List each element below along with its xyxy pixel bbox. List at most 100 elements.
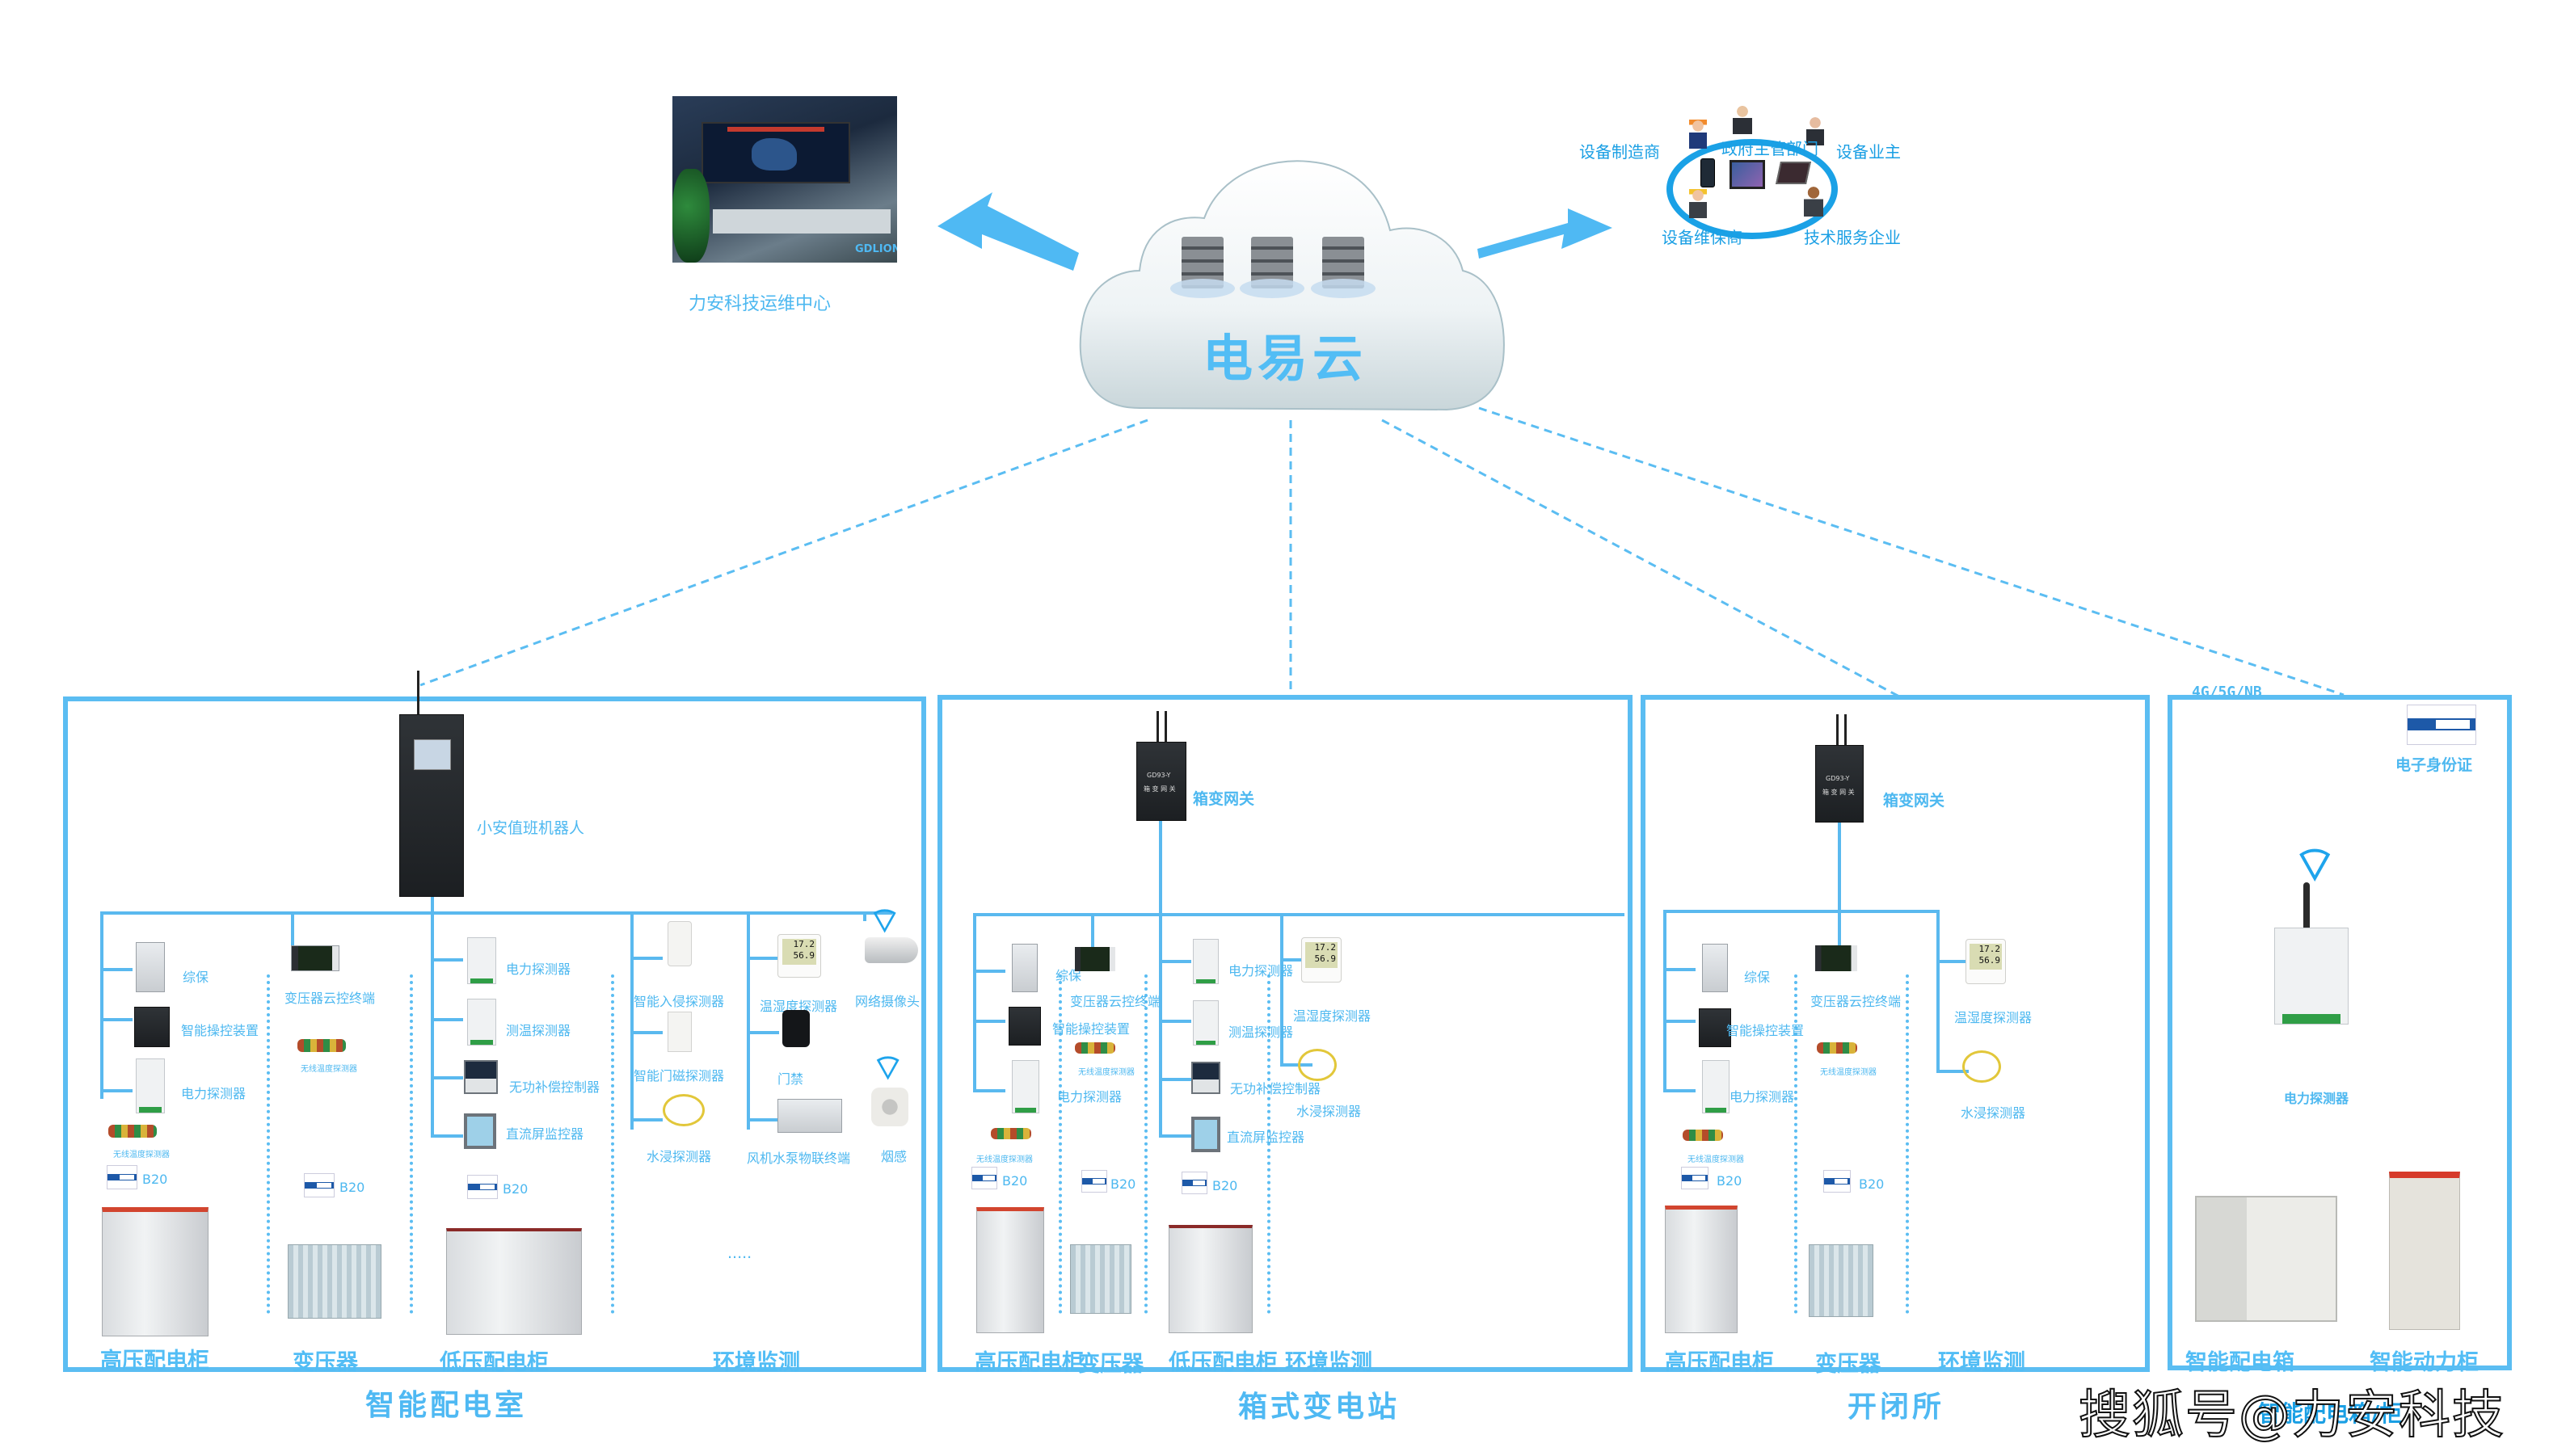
wireless-temp-sensor-icon [1075,1042,1115,1054]
power-detector-device [1193,939,1219,984]
column-title: 高压配电柜 [975,1350,1084,1375]
humidity-value: 56.9 [793,950,815,961]
wireless-temp-sensor-icon [991,1128,1031,1139]
device-label: 风机水泵物联终端 [747,1151,851,1166]
smart-control-device [1009,1007,1041,1046]
device-label: 电力探测器 [506,962,571,977]
bus-drop [630,911,634,1130]
hub-label: 小安值班机器人 [477,819,585,837]
smoke-detector-device [871,1088,908,1126]
gateway-device: GD93-Y 箱 变 网 关 [1136,742,1186,821]
temp-humidity-display: 17.2 56.9 [1301,937,1342,983]
cloud-puff [1170,279,1235,298]
device-label: 水浸探测器 [1296,1104,1362,1119]
humidity-value: 56.9 [1314,953,1337,964]
wifi-icon: ⌔ [871,1047,905,1088]
column-title: 变压器 [1815,1352,1881,1377]
stakeholders-group: 政府主管部门 设备制造商 设备业主 设备维保商 技术服务企业 [1579,105,2085,267]
column-separator [1144,974,1148,1314]
temp-humidity-display: 17.2 56.9 [777,934,821,978]
device-label: 无线温度探测器 [976,1155,1033,1164]
device-label: 测温探测器 [1228,1025,1294,1040]
hub-label: 箱变网关 [1193,790,1255,808]
dc-panel-monitor [1191,1117,1220,1152]
bus-drop [431,911,434,1138]
distribution-box [2195,1196,2337,1322]
intrusion-detector-device [668,921,692,966]
arrow-to-ops-center [937,192,1079,271]
power-detector-device [1702,1060,1730,1113]
bus-stub [431,1076,463,1079]
bus-stub [431,1018,463,1021]
power-detector-device [2274,928,2349,1025]
bus-stub [1663,968,1696,971]
panel-switching-station [1641,695,2150,1372]
device-label: 无线温度探测器 [1820,1068,1877,1077]
dc-panel-monitor [464,1113,496,1149]
temp-detector-device [1193,1000,1219,1046]
bus-horizontal [1663,910,1938,913]
low-voltage-cabinet [1169,1225,1253,1333]
panel-power-room [63,696,926,1372]
transformer [1070,1244,1131,1314]
smart-control-device [134,1007,170,1047]
cloud: 电易云 [1075,158,1511,424]
b20-id-card [1823,1170,1851,1193]
bus-stub [1663,1089,1696,1092]
wireless-temp-sensor-icon [297,1039,346,1052]
device-label: 水浸探测器 [1961,1105,2026,1121]
device-label: 温湿度探测器 [1954,1010,2033,1025]
person-icon [1733,105,1752,134]
transformer [288,1244,381,1319]
protection-relay-device [1012,944,1038,992]
reactive-compensation-controller [1191,1062,1220,1094]
device-label: 无线温度探测器 [1078,1068,1135,1077]
column-title: 低压配电柜 [440,1350,549,1375]
b20-id-card [467,1175,498,1199]
reactive-compensation-controller [464,1060,498,1094]
protection-relay-device [136,942,165,992]
bus-stub [431,958,463,962]
console-desk [713,209,891,234]
bus-stub [630,1118,663,1121]
transformer-terminal-device [291,945,339,971]
column-separator [1794,974,1797,1314]
cloud-title: 电易云 [1203,329,1368,388]
panel-title: 智能配电箱/柜 [2258,1400,2403,1427]
bus-trunk [1159,821,1162,915]
device-label: 综保 [1055,968,1082,983]
stakeholder-item: 设备维保商 [1662,228,1742,247]
device-label: 电力探测器 [1057,1089,1123,1105]
column-title: 智能配电箱 [2185,1350,2294,1375]
high-voltage-cabinet [1665,1206,1738,1333]
water-leak-detector-device [1962,1050,2001,1083]
power-cabinet [2389,1172,2460,1330]
device-label: B20 [1002,1173,1028,1189]
device-label: 温湿度探测器 [1293,1008,1371,1024]
bus-stub [973,970,1005,973]
bus-stub [1280,958,1312,962]
device-label: 智能操控装置 [181,1023,259,1038]
device-label: 直流屏监控器 [506,1126,584,1142]
bus-drop [1091,913,1094,950]
device-label: 变压器云控终端 [1810,994,1902,1009]
temp-value: 17.2 [793,939,815,949]
device-label: 水浸探测器 [647,1149,712,1164]
column-separator [611,974,614,1314]
device-label: B20 [339,1180,365,1195]
photo-logo: GDLION [855,243,897,255]
link-to-panel-1 [419,419,1148,687]
cloud-puff [1240,279,1304,298]
bus-drop [973,913,976,1092]
device-label: 无线温度探测器 [301,1065,357,1074]
wireless-temp-sensor-icon [1817,1042,1857,1054]
wireless-temp-sensor-icon [108,1125,157,1138]
bus-stub [1159,960,1191,963]
bus-drop [863,911,866,921]
transformer-terminal-device [1815,945,1857,971]
column-title: 环境监测 [1938,1350,2025,1375]
bus-drop [100,911,103,1099]
device-label: 智能操控装置 [1726,1023,1805,1038]
door-sensor-device [668,1012,692,1052]
